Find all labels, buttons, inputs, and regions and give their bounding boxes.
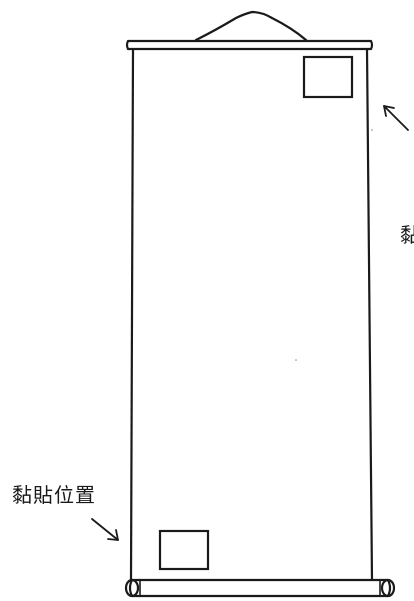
adhesive-square-top: [302, 55, 354, 99]
adhesive-position-label: 黏貼位置: [12, 483, 96, 507]
bottom-rod-right-cap: [380, 578, 396, 598]
paper-speck: [295, 359, 297, 361]
top-rod: [125, 39, 374, 51]
scroll-left-edge: [129, 48, 135, 581]
bottom-rod-left-cap: [124, 578, 140, 598]
scroll-right-edge: [365, 48, 374, 581]
paper-speck: [371, 129, 373, 131]
adhesive-position-label-partial: 黏: [400, 224, 414, 246]
bottom-rod: [128, 578, 392, 598]
hanging-string: [194, 10, 308, 42]
arrow-bottom-left-icon: [91, 518, 119, 541]
arrow-top-right-icon: [383, 105, 409, 131]
adhesive-square-bottom: [158, 529, 210, 571]
